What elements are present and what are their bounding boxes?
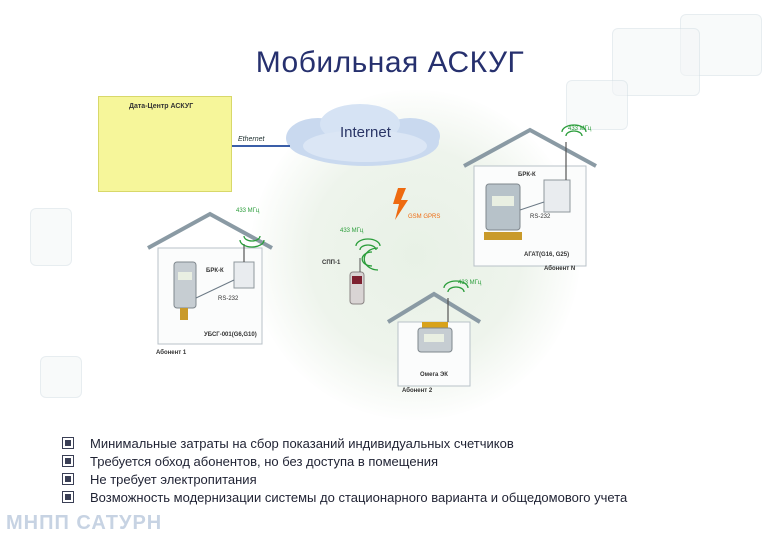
checkbox-bullet-icon <box>62 491 74 503</box>
checkbox-bullet-icon <box>62 437 74 449</box>
feature-list: Минимальные затраты на сбор показаний ин… <box>62 434 772 506</box>
frequency-label: 433 МГц <box>236 208 260 214</box>
background-meter <box>30 208 72 266</box>
frequency-label: 433 МГц <box>458 280 482 286</box>
rs232-cable <box>195 279 235 299</box>
spp-label: СПП-1 <box>322 260 341 266</box>
cloud-icon <box>286 104 440 166</box>
background-meter <box>40 356 82 398</box>
data-center-panel: Дата-Центр АСКУГ <box>98 96 232 192</box>
brk-device-icon <box>543 142 571 213</box>
frequency-label: 433 МГц <box>340 228 364 234</box>
subscriber-label: Абонент 1 <box>156 350 187 356</box>
rs232-cable <box>519 201 545 211</box>
list-item-text: Минимальные затраты на сбор показаний ин… <box>90 435 514 451</box>
house-icon <box>463 127 597 267</box>
subscriber-label: Абонент N <box>544 266 576 272</box>
brk-label: БРК-К <box>518 172 536 178</box>
list-item-text: Не требует электропитания <box>90 471 257 487</box>
gsm-label: GSM GPRS <box>408 214 441 220</box>
meter-model-label: АГАТ(G16, G25) <box>524 252 570 258</box>
list-item: Требуется обход абонентов, но без доступ… <box>62 452 772 470</box>
gas-meter-icon <box>484 183 522 240</box>
gas-meter-icon <box>173 261 197 320</box>
gas-meter-icon <box>417 298 453 353</box>
brand-watermark: МНПП САТУРН <box>6 512 163 534</box>
rs232-label: RS-232 <box>218 296 239 302</box>
frequency-label: 433 МГц <box>568 126 592 132</box>
list-item: Возможность модернизации системы до стац… <box>62 488 772 506</box>
radio-wave-icon <box>239 124 587 293</box>
list-item: Не требует электропитания <box>62 470 772 488</box>
brk-device-icon <box>233 244 255 289</box>
checkbox-bullet-icon <box>62 473 74 485</box>
data-center-label: Дата-Центр АСКУГ <box>129 103 194 110</box>
handheld-terminal-icon <box>349 258 365 305</box>
meter-model-label: УБСГ-001(G6,G10) <box>204 332 257 338</box>
ethernet-label: Ethernet <box>238 136 265 143</box>
brk-label: БРК-К <box>206 268 224 274</box>
subscriber-label: Абонент 2 <box>402 388 433 394</box>
internet-label: Internet <box>340 124 391 141</box>
list-item-text: Требуется обход абонентов, но без доступ… <box>90 453 439 469</box>
slide-title: Мобильная АСКУГ <box>255 46 525 79</box>
background-meter <box>566 80 628 130</box>
meter-model-label: Омега ЭК <box>420 372 448 378</box>
list-item-text: Возможность модернизации системы до стац… <box>90 489 628 505</box>
rs232-label: RS-232 <box>530 214 551 220</box>
lightning-icon <box>393 188 408 220</box>
checkbox-bullet-icon <box>62 455 74 467</box>
list-item: Минимальные затраты на сбор показаний ин… <box>62 434 772 452</box>
